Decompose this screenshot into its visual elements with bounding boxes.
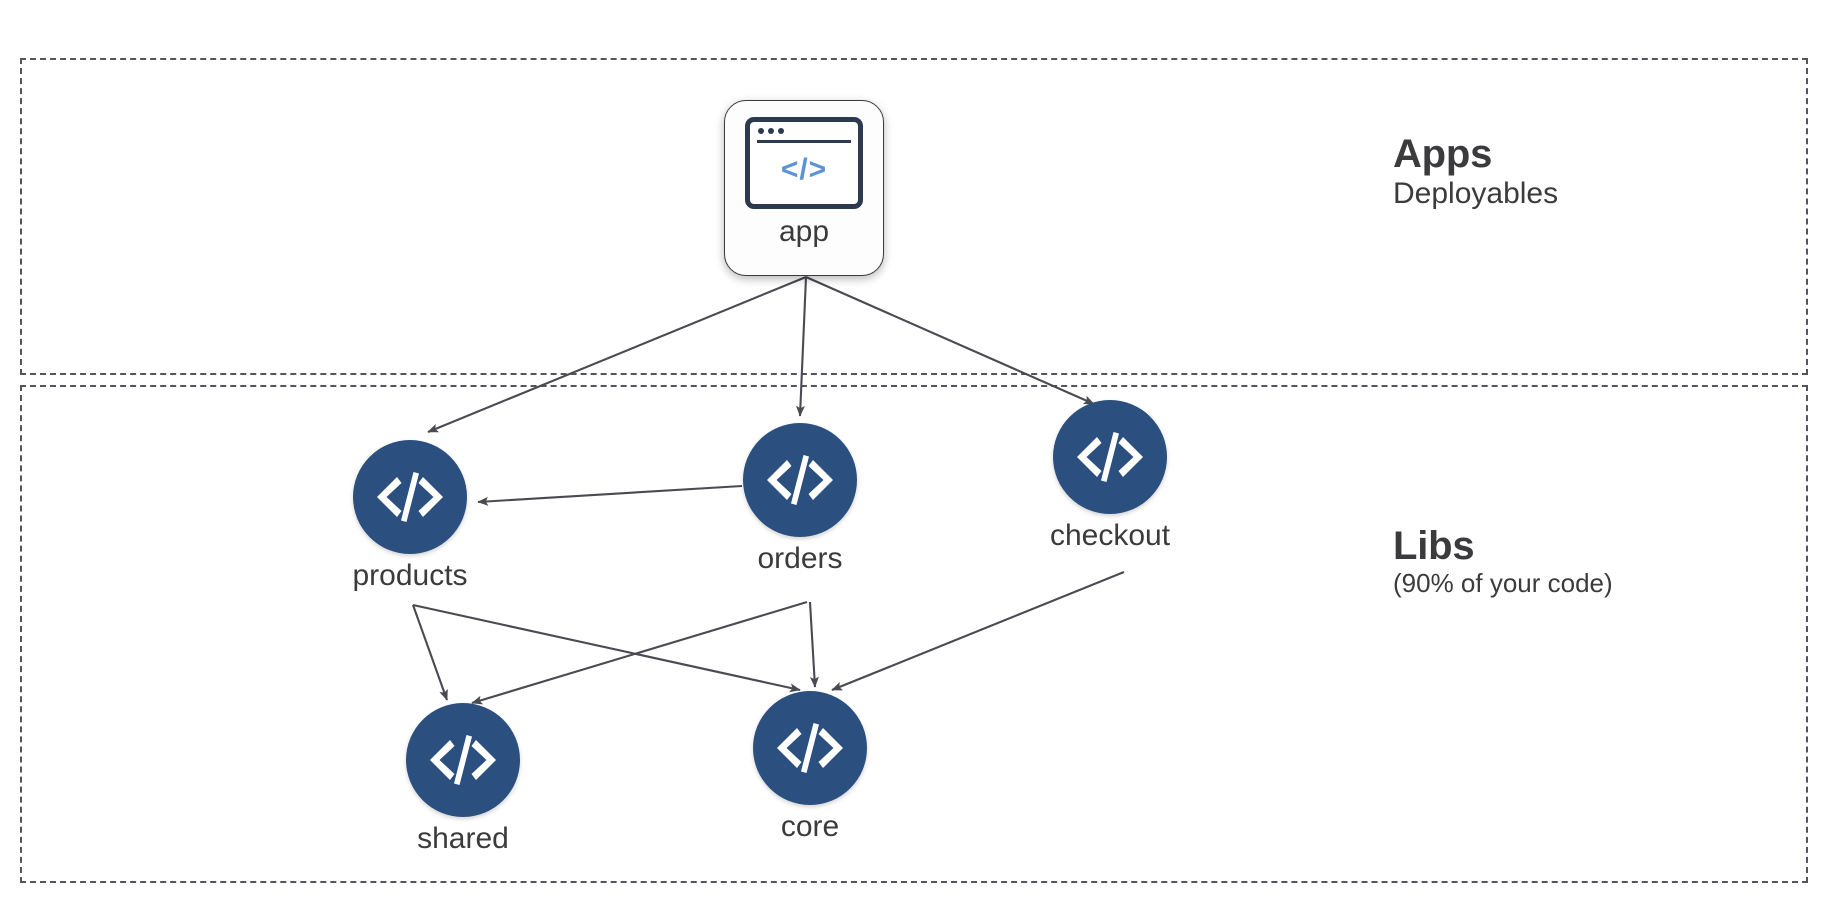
code-icon [353, 440, 467, 554]
node-products-label: products [352, 559, 468, 592]
zone-apps [20, 58, 1808, 375]
node-orders-label: orders [757, 542, 843, 575]
code-icon [406, 703, 520, 817]
zone-libs-caption: Libs (90% of your code) [1393, 524, 1613, 599]
zone-libs-title: Libs [1393, 524, 1475, 568]
zone-libs [20, 385, 1808, 883]
node-orders[interactable]: orders [743, 423, 857, 575]
node-core-label: core [780, 810, 840, 843]
node-app-label: app [778, 215, 830, 248]
node-checkout-label: checkout [1049, 519, 1171, 552]
zone-apps-caption: Apps Deployables [1393, 132, 1559, 212]
browser-code-window-icon: </> [745, 117, 863, 209]
window-titlebar-rule [757, 140, 851, 143]
node-shared[interactable]: shared [406, 703, 520, 855]
code-icon [753, 691, 867, 805]
zone-apps-title: Apps [1393, 132, 1493, 176]
node-core[interactable]: core [753, 691, 867, 843]
node-products[interactable]: products [352, 440, 468, 592]
zone-apps-subtitle: Deployables [1393, 177, 1559, 211]
code-glyph: </> [780, 153, 828, 186]
node-app[interactable]: </> app [724, 100, 884, 276]
node-checkout[interactable]: checkout [1049, 400, 1171, 552]
zone-libs-subtitle: (90% of your code) [1393, 568, 1613, 599]
window-dots-icon [758, 128, 784, 134]
code-icon [1053, 400, 1167, 514]
node-shared-label: shared [417, 822, 509, 855]
code-icon [743, 423, 857, 537]
